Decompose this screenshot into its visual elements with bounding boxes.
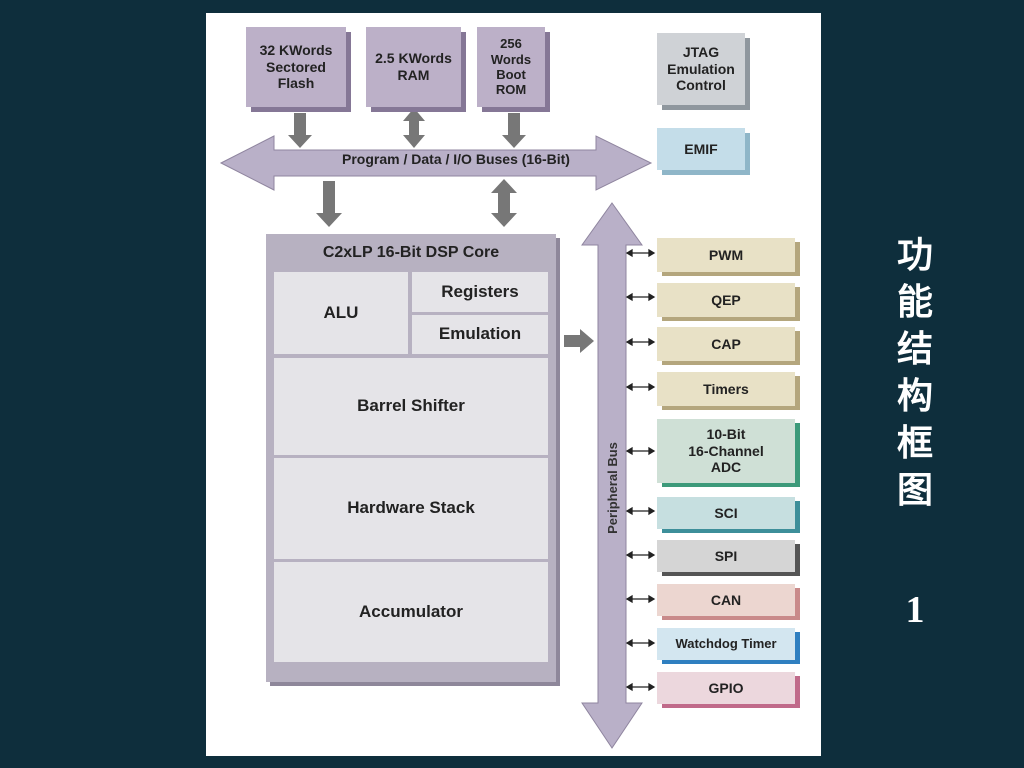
emif-block: EMIF [657, 128, 745, 170]
ram-updown-arrow [403, 108, 425, 148]
peripheral-bus-arrow [581, 202, 643, 749]
slide-title-char: 能 [896, 281, 933, 323]
emulation-block: Emulation [412, 315, 548, 354]
watchdog-timer-block: Watchdog Timer [657, 628, 795, 660]
peripheral-connectors [625, 248, 656, 692]
diagram-panel: 32 KWords Sectored Flash 2.5 KWords RAM … [206, 13, 821, 756]
barrel-shifter-block: Barrel Shifter [274, 358, 548, 455]
jtag-emulation-block: JTAG Emulation Control [657, 33, 745, 105]
boot-rom-block: 256 Words Boot ROM [477, 27, 545, 107]
bus-core-arrow-2 [491, 179, 517, 227]
slide-title-char: 构 [896, 375, 933, 417]
slide-title-char: 图 [896, 469, 933, 511]
slide-title: 功 能 结 构 框 图 [880, 232, 950, 514]
ram-block: 2.5 KWords RAM [366, 27, 461, 107]
bootrom-down-arrow [502, 113, 526, 148]
hardware-stack-block: Hardware Stack [274, 458, 548, 559]
diagram-arrows [219, 108, 656, 749]
slide-title-char: 框 [896, 422, 933, 464]
program-bus-label: Program / Data / I/O Buses (16-Bit) [342, 151, 570, 167]
qep-block: QEP [657, 283, 795, 317]
sci-block: SCI [657, 497, 795, 529]
cap-block: CAP [657, 327, 795, 361]
dsp-core-block: C2xLP 16-Bit DSP Core ALU Registers Emul… [266, 234, 556, 682]
alu-block: ALU [274, 272, 408, 354]
bus-core-arrow-1 [316, 181, 342, 227]
spi-block: SPI [657, 540, 795, 572]
can-block: CAN [657, 584, 795, 616]
slide-number: 1 [905, 589, 925, 631]
adc-block: 10-Bit 16-Channel ADC [657, 419, 795, 483]
gpio-block: GPIO [657, 672, 795, 704]
program-bus-arrow [219, 135, 653, 191]
peripheral-bus-label: Peripheral Bus [604, 442, 620, 534]
timers-block: Timers [657, 372, 795, 406]
flash-down-arrow [288, 113, 312, 148]
slide-title-char: 结 [896, 328, 933, 370]
registers-block: Registers [412, 272, 548, 312]
flash-memory-block: 32 KWords Sectored Flash [246, 27, 346, 107]
accumulator-block: Accumulator [274, 562, 548, 662]
slide-title-char: 功 [896, 234, 933, 276]
pwm-block: PWM [657, 238, 795, 272]
core-peripheral-arrow [564, 329, 594, 353]
dsp-core-title: C2xLP 16-Bit DSP Core [322, 243, 500, 261]
